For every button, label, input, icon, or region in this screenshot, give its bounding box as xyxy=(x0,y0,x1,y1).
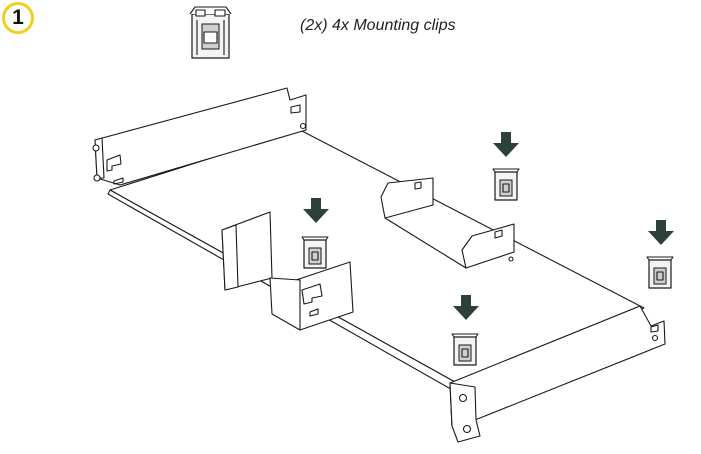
center-divider-right xyxy=(461,223,515,269)
down-arrow-icon xyxy=(648,220,674,245)
mounting-clip-icon xyxy=(646,256,674,289)
center-divider-left xyxy=(380,177,434,219)
mounting-clip-icon xyxy=(492,168,520,201)
mounting-clip-icon xyxy=(451,333,479,366)
back-flange xyxy=(92,87,307,186)
front-flange xyxy=(449,305,666,443)
mounting-clips-caption: (2x) 4x Mounting clips xyxy=(300,17,456,34)
mounting-clip-icon xyxy=(301,236,329,269)
step-number-badge: 1 xyxy=(2,2,34,34)
mounting-clip-icon xyxy=(189,6,232,59)
side-bracket xyxy=(221,211,354,331)
step-number: 1 xyxy=(12,6,24,29)
down-arrow-icon xyxy=(493,132,519,157)
